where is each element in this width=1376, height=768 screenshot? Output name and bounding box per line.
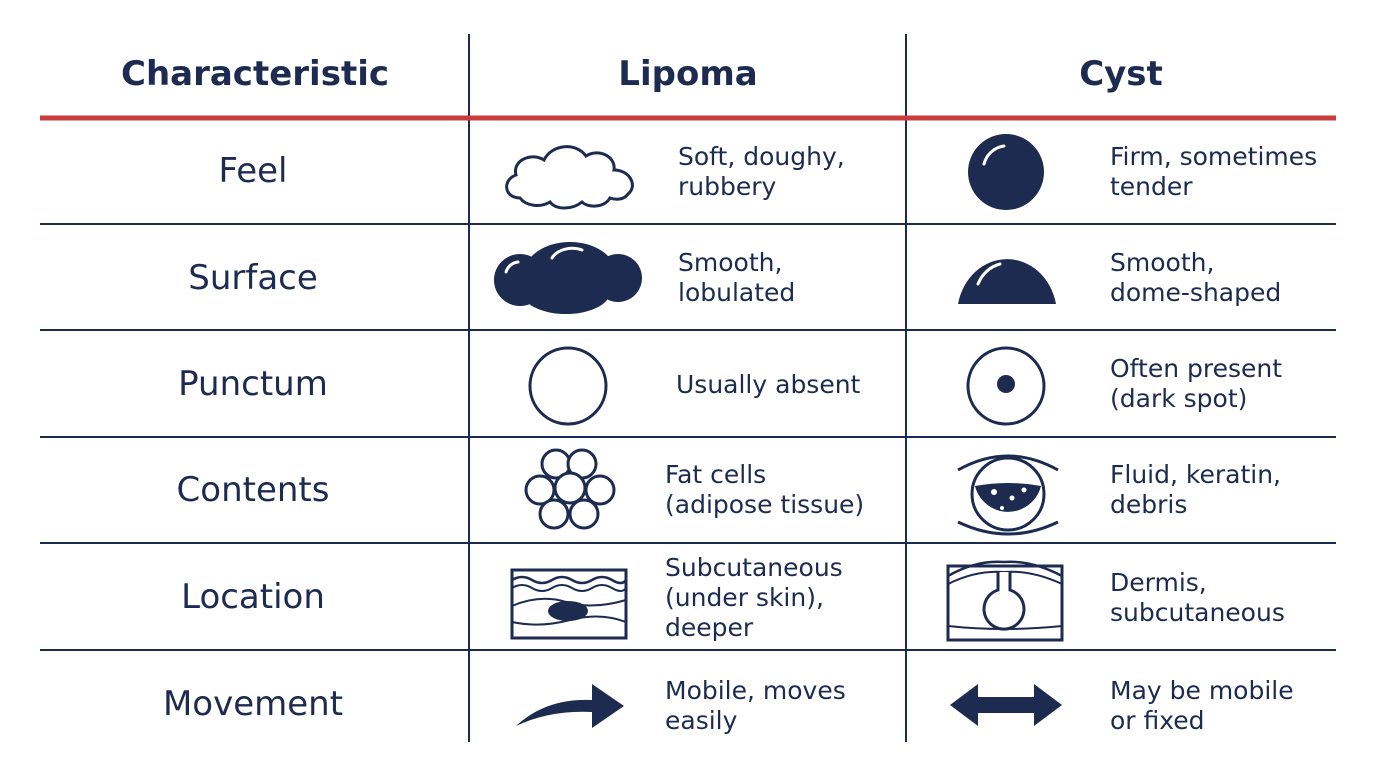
- empty-circle-icon: [528, 346, 608, 426]
- lipoma-feel-desc: Soft, doughy, rubbery: [678, 142, 845, 201]
- circle-with-dot-icon: [966, 346, 1046, 426]
- cyst-location-desc: Dermis, subcutaneous: [1110, 568, 1285, 627]
- dome-icon: [958, 259, 1056, 304]
- row-label-surface: Surface: [188, 258, 318, 298]
- header-lipoma: Lipoma: [618, 54, 758, 94]
- cloud-outline-icon: [505, 145, 634, 210]
- cyst-surface-desc: Smooth, dome-shaped: [1110, 248, 1282, 307]
- cyst-movement-desc: May be mobile or fixed: [1110, 676, 1294, 735]
- solid-sphere-icon: [968, 134, 1044, 210]
- cyst-feel-desc: Firm, sometimes tender: [1110, 142, 1318, 201]
- row-label-contents: Contents: [176, 470, 330, 510]
- lipoma-movement-desc: Mobile, moves easily: [665, 676, 846, 735]
- row-label-feel: Feel: [218, 151, 288, 191]
- cyst-punctum-desc: Often present (dark spot): [1110, 354, 1283, 413]
- header-cyst: Cyst: [1079, 54, 1163, 94]
- curved-arrow-icon: [516, 684, 624, 728]
- lipoma-surface-desc: Smooth, lobulated: [678, 248, 796, 307]
- fat-cells-cluster-icon: [524, 448, 616, 530]
- cyst-contents-desc: Fluid, keratin, debris: [1110, 460, 1281, 519]
- lipoma-location-desc: Subcutaneous (under skin), deeper: [665, 553, 843, 642]
- row-label-punctum: Punctum: [178, 364, 328, 404]
- row-label-movement: Movement: [162, 684, 344, 724]
- double-arrow-icon: [950, 684, 1062, 726]
- skin-layer-mass-icon: [510, 568, 628, 640]
- lipoma-contents-desc: Fat cells (adipose tissue): [665, 460, 865, 519]
- lobulated-mass-icon: [494, 242, 642, 314]
- row-label-location: Location: [181, 577, 325, 617]
- fluid-filled-sac-icon: [957, 454, 1059, 536]
- lipoma-punctum-desc: Usually absent: [676, 370, 861, 399]
- header-characteristic: Characteristic: [121, 54, 389, 94]
- skin-layer-cyst-icon: [946, 560, 1064, 642]
